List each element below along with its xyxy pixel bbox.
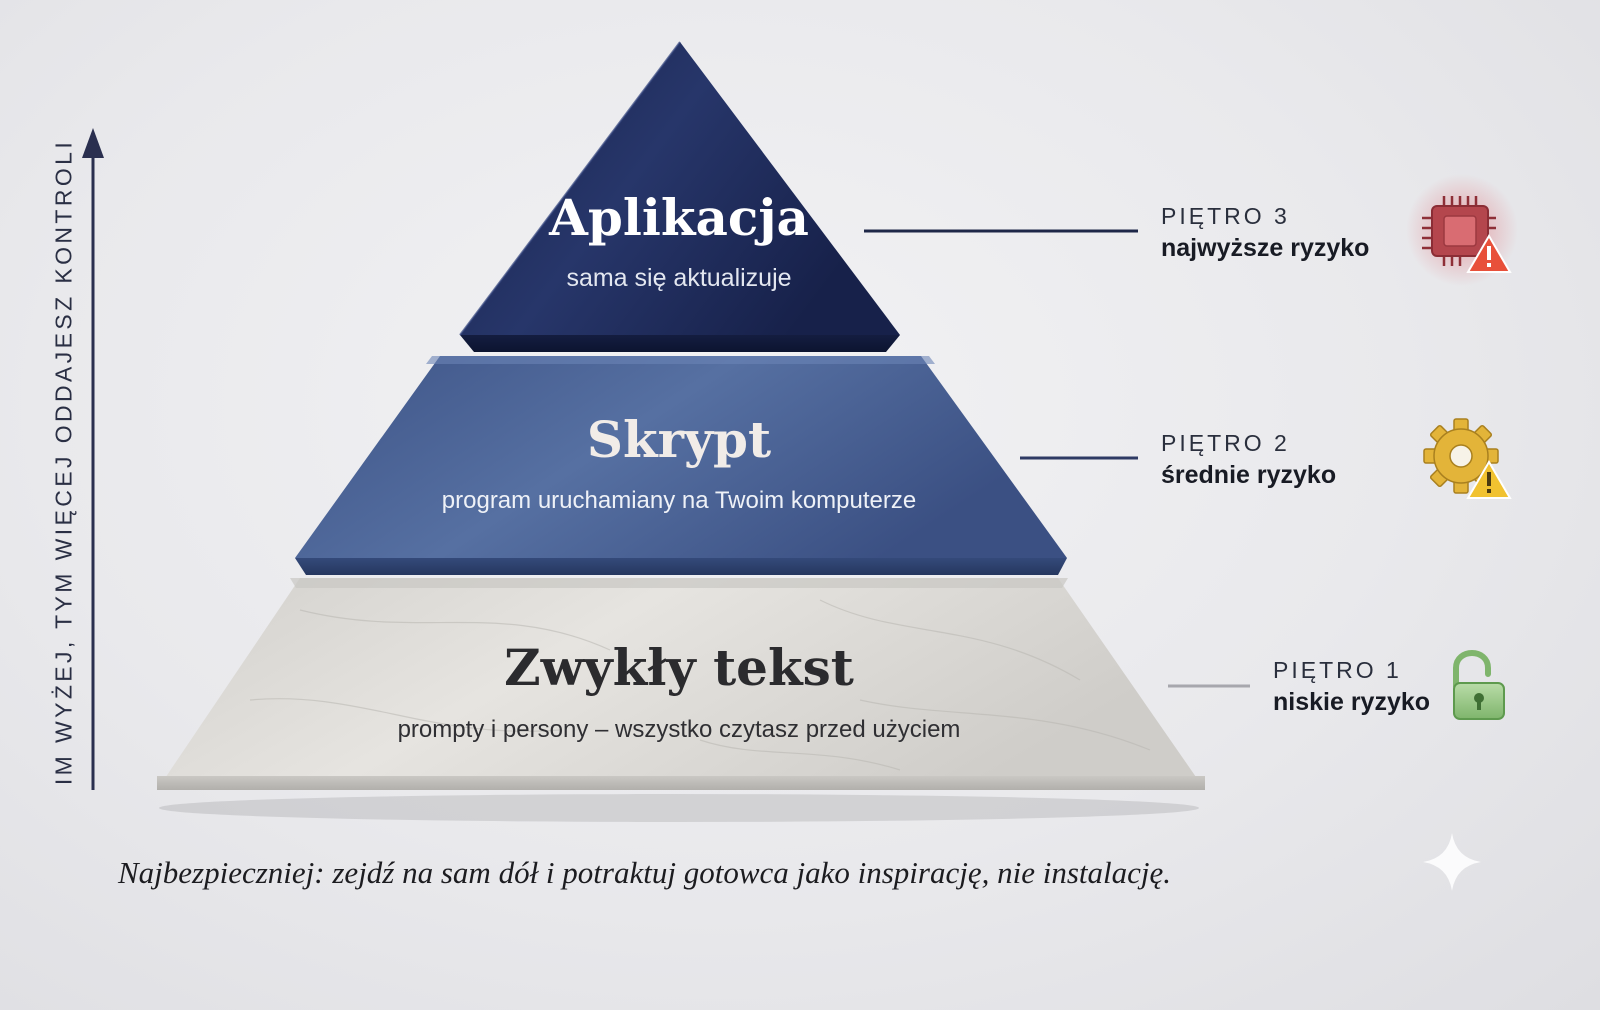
level-2-number: PIĘTRO 2 xyxy=(1161,430,1290,456)
level-2-label: PIĘTRO 2 średnie ryzyko xyxy=(1161,430,1336,490)
tier-top-title: Aplikacja xyxy=(549,188,809,247)
axis-label: IM WYŻEJ, TYM WIĘCEJ ODDAJESZ KONTROLI xyxy=(50,138,77,786)
control-axis-arrow xyxy=(82,128,104,790)
ground-shadow xyxy=(159,794,1199,822)
tier-bottom-subtitle: prompty i persony – wszystko czytasz prz… xyxy=(397,716,961,743)
tier-middle-subtitle: program uruchamiany na Twoim komputerze xyxy=(441,487,917,514)
gear-warning-icon xyxy=(1423,418,1512,499)
tier-bottom-block xyxy=(157,578,1205,790)
level-3-risk: najwyższe ryzyko xyxy=(1161,234,1370,262)
sparkle-icon xyxy=(1423,833,1481,891)
tier-middle-title: Skrypt xyxy=(586,410,772,469)
tier-top-block xyxy=(459,41,900,352)
tier-middle-block xyxy=(295,356,1067,575)
tier-top-subtitle: sama się aktualizuje xyxy=(566,264,792,292)
level-3-number: PIĘTRO 3 xyxy=(1161,203,1290,229)
level-1-label: PIĘTRO 1 niskie ryzyko xyxy=(1273,657,1430,717)
level-3-label: PIĘTRO 3 najwyższe ryzyko xyxy=(1161,203,1369,263)
open-padlock-icon xyxy=(1453,650,1505,720)
chip-warning-icon xyxy=(1406,174,1518,286)
tier-bottom-title: Zwykły tekst xyxy=(504,638,854,697)
level-2-risk: średnie ryzyko xyxy=(1161,461,1337,489)
level-1-risk: niskie ryzyko xyxy=(1273,688,1431,716)
level-1-number: PIĘTRO 1 xyxy=(1273,657,1402,683)
caption: Najbezpieczniej: zejdź na sam dół i potr… xyxy=(118,855,1172,890)
